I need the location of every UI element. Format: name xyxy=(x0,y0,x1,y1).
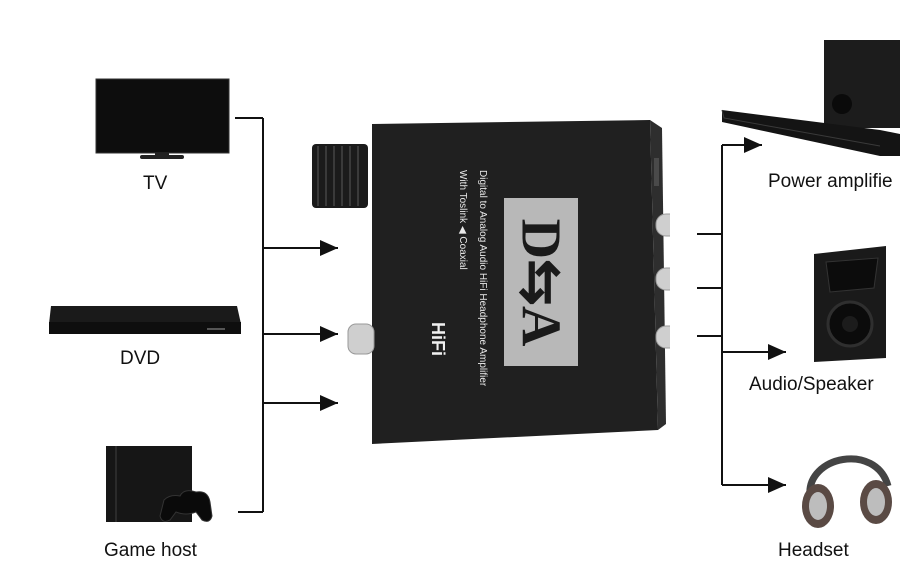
input-connector-lines xyxy=(235,117,338,513)
device-inputs-text: With Toslink ◀ Coaxial xyxy=(457,170,468,270)
tv-icon xyxy=(95,78,230,159)
da-logo-text: D⇆A xyxy=(509,218,572,346)
source-label-dvd: DVD xyxy=(120,348,161,369)
output-label-power-amplifier: Power amplifie xyxy=(768,171,893,192)
dac-device-body xyxy=(312,120,670,444)
source-label-game-host: Game host xyxy=(104,540,197,561)
soundbar-subwoofer-icon xyxy=(721,40,900,156)
device-description: Digital to Analog Audio HiFi Headphone A… xyxy=(477,170,488,387)
headphones-icon xyxy=(802,455,892,528)
output-label-audio-speaker: Audio/Speaker xyxy=(749,374,874,395)
dvd-player-icon xyxy=(49,306,241,334)
hifi-text: HiFi xyxy=(428,322,448,356)
output-connector-lines xyxy=(697,137,786,493)
source-label-tv: TV xyxy=(143,173,168,194)
dac-device: D⇆A Digital to Analog Audio HiFi Headpho… xyxy=(300,118,670,450)
game-console-icon xyxy=(106,446,213,522)
da-logo: D⇆A xyxy=(504,198,578,366)
output-label-headset: Headset xyxy=(778,540,849,561)
speaker-icon xyxy=(814,246,886,362)
